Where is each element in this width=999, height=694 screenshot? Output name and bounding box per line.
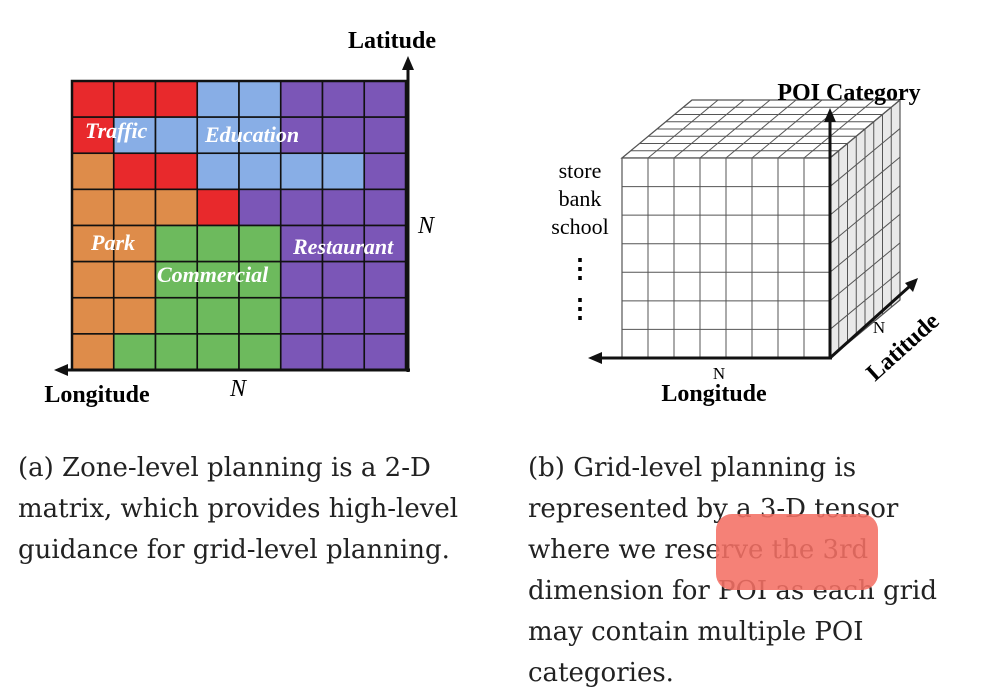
zone-cell — [112, 116, 157, 155]
b-width-size-label: N — [713, 364, 725, 383]
zone-cell — [279, 333, 324, 371]
zone-cell — [363, 333, 407, 371]
zone-cell — [196, 333, 240, 371]
zone-cell — [321, 296, 366, 335]
cube-side-gridline — [829, 271, 901, 330]
zone-cell — [196, 296, 240, 335]
cube-side-gridline — [829, 128, 901, 187]
zone-label-park: Park — [90, 230, 135, 255]
zone-cell — [238, 333, 282, 371]
zone-cell — [112, 80, 157, 118]
zone-cell — [71, 333, 115, 371]
screenshot-toolbar-overlay — [716, 514, 878, 590]
cube-side-gridline — [829, 213, 901, 273]
zone-cell — [321, 152, 366, 191]
zone-cell — [363, 260, 407, 299]
zone-cell — [238, 152, 282, 191]
a-latitude-label: Latitude — [348, 28, 436, 54]
zone-cell — [154, 296, 199, 335]
zone-cell — [279, 116, 324, 155]
cube-side-gridline — [829, 156, 901, 216]
zone-cell — [154, 224, 199, 263]
zone-cell — [363, 296, 407, 335]
b-longitude-label: Longitude — [661, 381, 767, 407]
zone-label-commercial: Commercial — [157, 262, 269, 287]
zone-label-traffic: Traffic — [85, 118, 148, 143]
zone-cell — [154, 188, 199, 227]
zone-cell — [279, 152, 324, 191]
zone-cell — [71, 80, 115, 118]
category-store: store — [559, 158, 602, 183]
zone-cell — [279, 80, 324, 118]
zone-cell — [238, 296, 282, 335]
category-bank: bank — [559, 186, 602, 211]
zone-cell — [112, 188, 157, 227]
a-longitude-label: Longitude — [44, 382, 150, 408]
b-latitude-axis — [828, 284, 912, 360]
zone-cell — [71, 152, 115, 191]
zone-cell — [112, 296, 157, 335]
zone-cell — [154, 116, 199, 155]
zone-cell — [238, 224, 282, 263]
b-poi-category-label: POI Category — [777, 80, 920, 106]
a-right-size-label: N — [417, 213, 436, 239]
b-depth-size-label: N — [873, 318, 885, 337]
zone-cell — [321, 188, 366, 227]
zone-cell — [154, 333, 199, 371]
poi-tensor-cube — [620, 98, 902, 360]
zone-cell — [112, 260, 157, 299]
cube-side-gridline — [829, 242, 901, 302]
zone-cell — [71, 260, 115, 299]
zone-cell — [112, 333, 157, 371]
figure-canvas: Latitude Longitude N N Traffic Education… — [44, 28, 944, 408]
category-ellipsis-2: ⋮ — [567, 294, 593, 323]
category-ellipsis-1: ⋮ — [567, 254, 593, 283]
b-latitude-arrowhead — [905, 278, 918, 292]
zone-cell — [279, 188, 324, 227]
zone-cell — [279, 260, 324, 299]
zone-cell — [279, 296, 324, 335]
zone-cell — [196, 80, 240, 118]
zone-cell — [363, 152, 407, 191]
zone-cell — [238, 188, 282, 227]
b-longitude-arrowhead — [588, 352, 602, 364]
a-latitude-arrowhead — [402, 56, 414, 70]
a-bottom-size-label: N — [229, 376, 248, 402]
zone-cell — [363, 188, 407, 227]
zone-cell — [238, 80, 282, 118]
zone-cell — [196, 188, 240, 227]
zone-cell — [196, 152, 240, 191]
zone-cell — [363, 80, 407, 118]
zone-grid — [70, 79, 408, 372]
zone-cell — [321, 116, 366, 155]
zone-cell — [238, 260, 282, 299]
zone-cell — [154, 80, 199, 118]
cube-side-gridline — [829, 99, 901, 159]
zone-cell — [154, 152, 199, 191]
zone-cell — [196, 116, 240, 155]
zone-cell — [321, 260, 366, 299]
zone-cell — [363, 116, 407, 155]
zone-cell — [71, 296, 115, 335]
zone-label-restaurant: Restaurant — [292, 234, 394, 259]
zone-cell — [71, 188, 115, 227]
zone-cell — [321, 333, 366, 371]
a-longitude-arrowhead — [54, 364, 68, 376]
zone-cell — [321, 80, 366, 118]
zone-label-education: Education — [204, 122, 299, 147]
category-school: school — [551, 214, 608, 239]
caption-a: (a) Zone-level planning is a 2-D matrix,… — [18, 453, 459, 565]
zone-cell — [196, 224, 240, 263]
cube-side-gridline — [829, 185, 901, 245]
zone-cell — [112, 152, 157, 191]
b-poi-arrowhead — [824, 108, 836, 122]
